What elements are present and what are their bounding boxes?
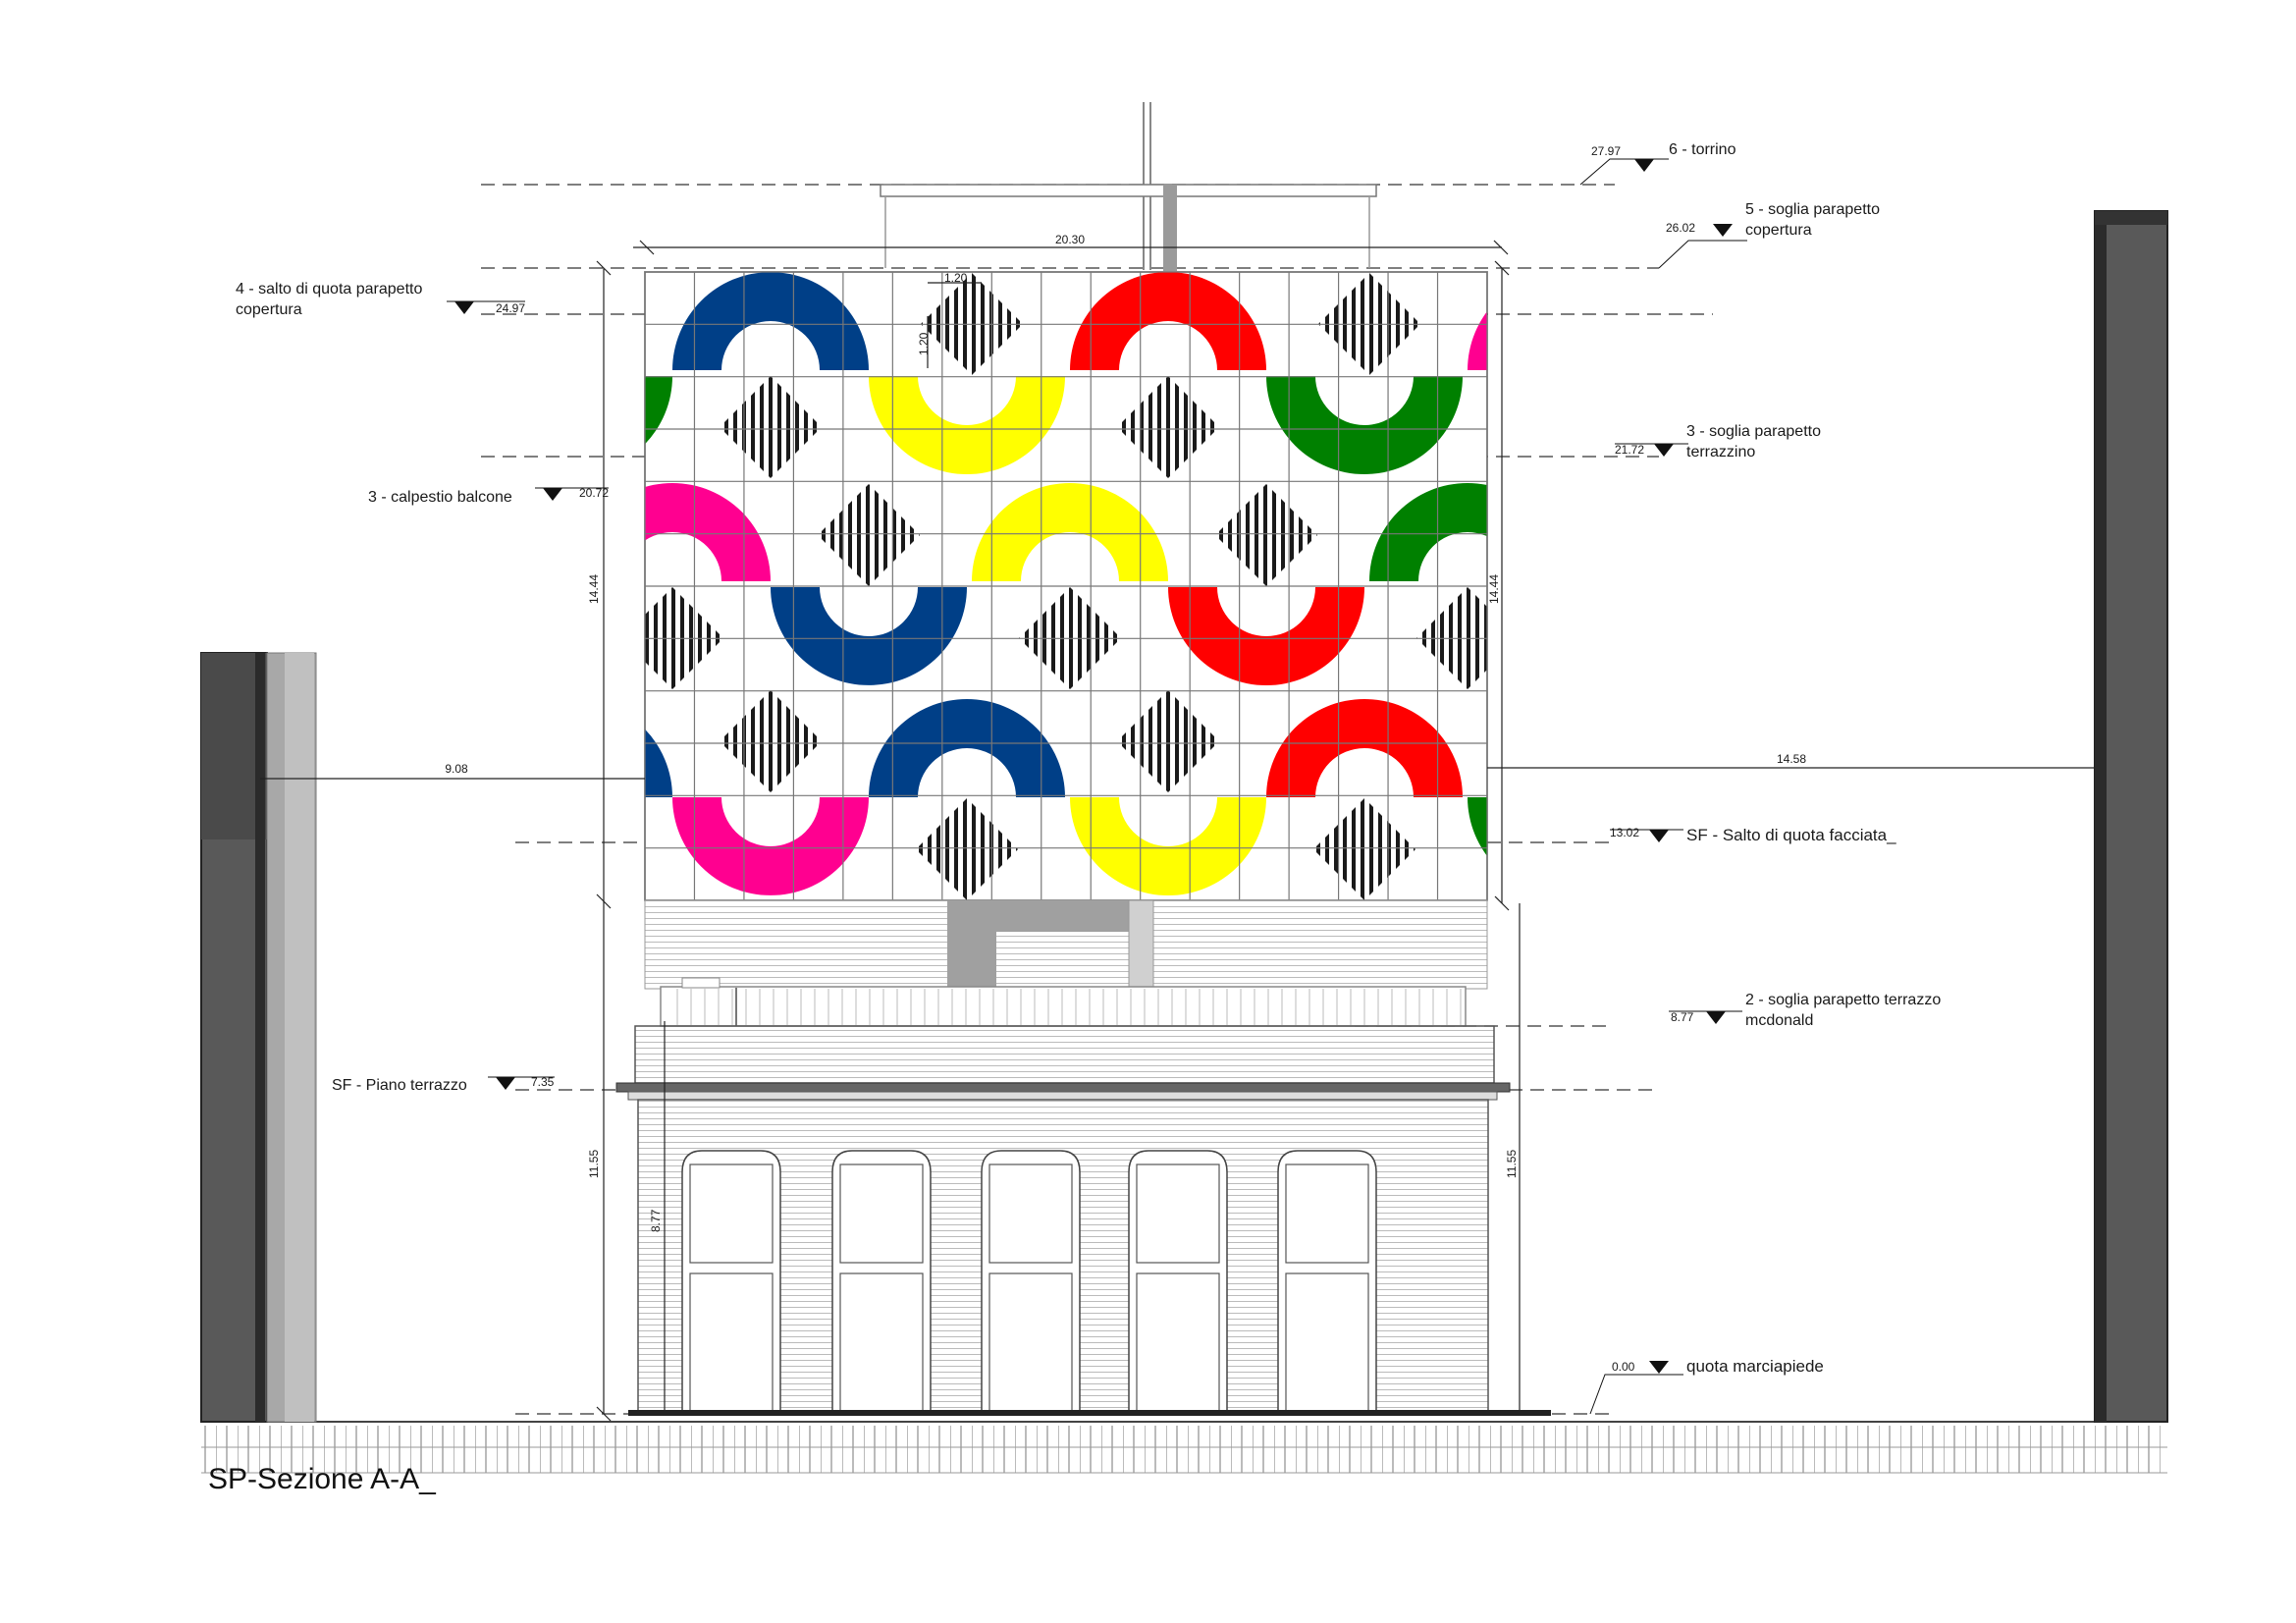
dim-tile-height: 1.20 [917,332,931,355]
mural-diamond [1215,484,1317,586]
mural-arch [645,729,672,797]
mural-arch [771,587,967,685]
mural-diamond [720,376,822,478]
level-markers-right: 27.97 6 - torrino 26.02 5 - soglia parap… [1579,141,1941,1415]
svg-text:24.97: 24.97 [496,301,525,315]
window-transom [839,1163,924,1264]
mural-diamond [1117,376,1219,478]
mural-facade [644,271,1488,901]
level-21-72: 21.72 3 - soglia parapetto terrazzino [1615,423,1821,460]
mural-arch [1266,376,1463,474]
mural-arch [1468,311,1487,370]
dim-base-height-left: 11.55 [587,1150,601,1178]
svg-text:20.72: 20.72 [579,486,609,500]
svg-text:8.77: 8.77 [1671,1010,1694,1024]
svg-text:13.02: 13.02 [1610,826,1639,839]
historic-facade [615,1025,1551,1416]
dim-mural-height-right: 14.44 [1487,574,1501,604]
dim-base-height-right: 11.55 [1505,1150,1519,1178]
mural-diamond [916,798,1018,900]
dim-overall-width: 20.30 [1055,233,1085,246]
svg-text:SF - Salto di quota facciata_: SF - Salto di quota facciata_ [1686,826,1896,844]
mural-arch [1266,699,1463,797]
mural-arch [672,797,869,895]
mural-arch [645,376,672,445]
svg-text:copertura: copertura [1745,222,1812,239]
level-markers-left: 4 - salto di quota parapetto copertura 2… [236,281,609,1094]
window-transom [1285,1163,1369,1264]
svg-text:0.00: 0.00 [1612,1360,1635,1374]
level-20-72: 3 - calpestio balcone 20.72 [368,486,609,506]
svg-text:27.97: 27.97 [1591,144,1621,158]
level-7-35: SF - Piano terrazzo 7.35 [332,1075,555,1094]
mural-arch [1168,587,1364,685]
svg-text:copertura: copertura [236,301,302,318]
mural-arch [972,483,1168,581]
level-24-97: 4 - salto di quota parapetto copertura 2… [236,281,525,318]
mural-diamond [1117,690,1219,792]
window-door [839,1272,924,1413]
terrace-band [644,899,1488,1027]
ground-strip [201,1421,2167,1474]
level-27-97: 27.97 6 - torrino [1579,141,1736,186]
mural-arch [1369,483,1487,581]
dim-inner-height: 8.77 [649,1209,663,1232]
svg-text:26.02: 26.02 [1666,221,1695,235]
level-0-00: 0.00 quota marciapiede [1589,1357,1824,1415]
svg-text:21.72: 21.72 [1615,443,1644,457]
mural-arch [672,272,869,370]
svg-text:7.35: 7.35 [531,1075,555,1089]
window-transom [689,1163,774,1264]
mural-arch [869,699,1065,797]
mural-arch [869,376,1065,474]
svg-text:3 - soglia parapetto: 3 - soglia parapetto [1686,423,1821,440]
svg-text:SF - Piano terrazzo: SF - Piano terrazzo [332,1077,467,1094]
svg-text:mcdonald: mcdonald [1745,1012,1813,1029]
dimension-lines [260,240,2095,1422]
right-neighbor-building [2094,210,2168,1423]
level-26-02: 26.02 5 - soglia parapetto copertura [1658,201,1880,269]
mural-pattern [645,272,1487,900]
mural-arch [1070,272,1266,370]
mural-diamond [720,690,822,792]
dim-mural-height-left: 14.44 [587,574,601,604]
mural-arch [645,483,771,581]
svg-text:4 - salto di quota parapetto: 4 - salto di quota parapetto [236,281,422,298]
svg-text:2 - soglia parapetto terrazzo: 2 - soglia parapetto terrazzo [1745,992,1941,1008]
window-door [1136,1272,1220,1413]
level-8-77: 8.77 2 - soglia parapetto terrazzo mcdon… [1669,992,1941,1029]
window-door [689,1272,774,1413]
mural-arch [1070,797,1266,895]
window-transom [988,1163,1073,1264]
svg-text:6 - torrino: 6 - torrino [1669,141,1736,158]
drawing-title: SP-Sezione A-A_ [208,1463,437,1495]
svg-text:terrazzino: terrazzino [1686,444,1755,460]
window-door [988,1272,1073,1413]
dim-left-gap: 9.08 [445,762,468,776]
left-neighbor-building [200,652,317,1423]
svg-text:quota marciapiede: quota marciapiede [1686,1357,1824,1376]
dim-tile-width: 1.20 [944,271,968,285]
dim-right-gap: 14.58 [1777,752,1806,766]
level-13-02: 13.02 SF - Salto di quota facciata_ [1610,826,1896,844]
dimension-labels: 20.30 1.20 1.20 14.44 14.44 11.55 11.55 … [445,233,1806,1232]
mural-arch [1468,797,1487,856]
window-door [1285,1272,1369,1413]
window-transom [1136,1163,1220,1264]
rooftop-structures [880,102,1377,271]
svg-text:5 - soglia parapetto: 5 - soglia parapetto [1745,201,1880,218]
svg-text:3 - calpestio balcone: 3 - calpestio balcone [368,489,512,506]
